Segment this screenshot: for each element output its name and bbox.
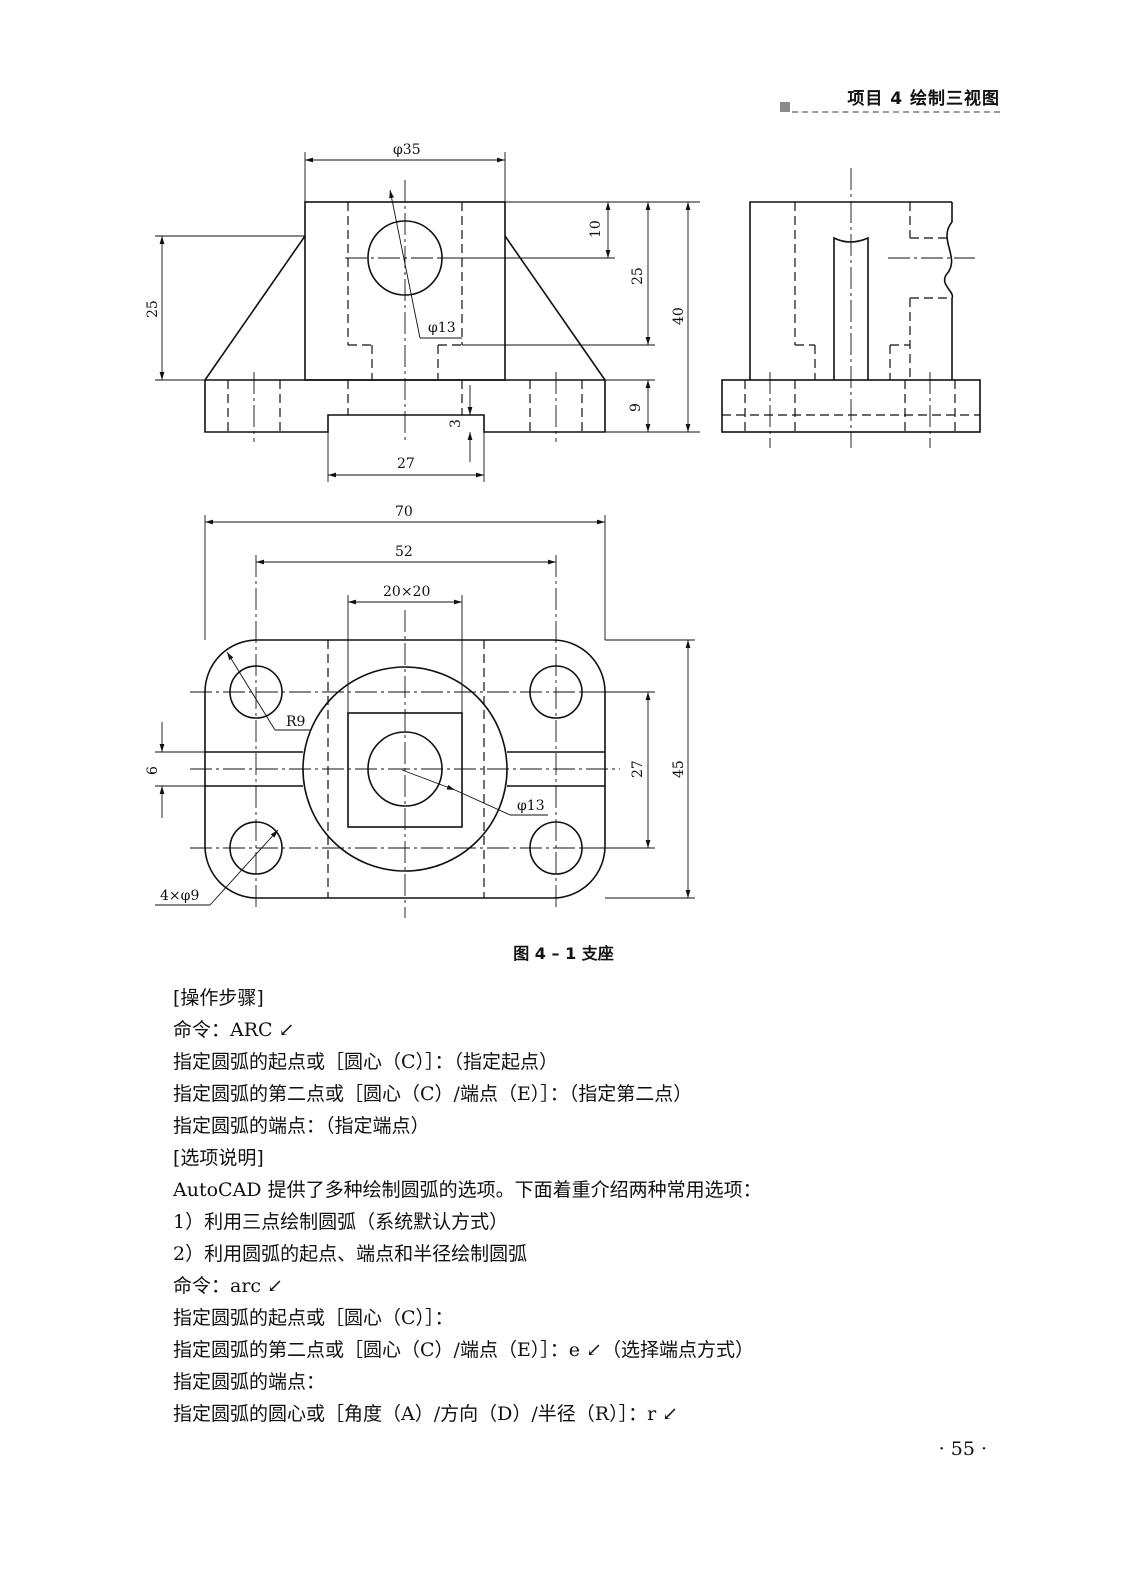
page-number: · 55 ·: [938, 1438, 987, 1460]
dim-10: 10: [588, 220, 604, 238]
dim-25-front: 25: [630, 267, 646, 285]
text-line: 指定圆弧的圆心或［角度（A）/方向（D）/半径（R）］：r ↙: [173, 1403, 679, 1425]
dim-70: 70: [395, 504, 413, 520]
dim-6: 6: [145, 766, 161, 775]
side-view: [721, 168, 981, 448]
front-view: [204, 180, 606, 442]
body-text: [操作步骤] 命令：ARC ↙ 指定圆弧的起点或［圆心（C）］：（指定起点） 指…: [173, 982, 1023, 1430]
top-view-dimensions: [155, 515, 695, 906]
dim-40: 40: [671, 307, 687, 325]
dim-r9: R9: [286, 714, 305, 730]
section-heading-steps: [操作步骤]: [173, 987, 264, 1009]
section-heading-options: [选项说明]: [173, 1147, 264, 1169]
dim-phi35: φ35: [393, 142, 421, 158]
dim-27-front: 27: [397, 456, 415, 472]
dim-20x20: 20×20: [383, 584, 430, 600]
text-line: 指定圆弧的起点或［圆心（C）］：: [173, 1307, 454, 1329]
header-square-mark: [780, 102, 790, 112]
figure-caption: 图 4 – 1 支座: [513, 944, 614, 963]
top-view: [190, 555, 620, 918]
text-line: AutoCAD 提供了多种绘制圆弧的选项。下面着重介绍两种常用选项：: [173, 1179, 762, 1201]
text-line: 指定圆弧的端点：: [173, 1371, 326, 1393]
header-title: 项目 4 绘制三视图: [847, 89, 1000, 109]
dim-4xphi9: 4×φ9: [160, 888, 199, 904]
front-view-dimensions: [155, 152, 700, 482]
text-line: 指定圆弧的端点：（指定端点）: [173, 1115, 430, 1137]
text-line: 命令：ARC ↙: [173, 1019, 295, 1041]
text-line: 1）利用三点绘制圆弧（系统默认方式）: [173, 1211, 509, 1233]
running-header: 项目 4 绘制三视图: [780, 84, 1000, 116]
dim-phi13-top: φ13: [517, 798, 545, 814]
dim-25-left: 25: [145, 300, 161, 318]
text-line: 指定圆弧的第二点或［圆心（C）/端点（E）］：（指定第二点）: [173, 1083, 693, 1105]
text-line: 指定圆弧的第二点或［圆心（C）/端点（E）］：e ↙（选择端点方式）: [173, 1339, 755, 1361]
text-line: 2）利用圆弧的起点、端点和半径绘制圆弧: [173, 1243, 528, 1265]
dim-phi13-front: φ13: [428, 320, 456, 336]
text-line: 指定圆弧的起点或［圆心（C）］：（指定起点）: [173, 1051, 559, 1073]
dim-3: 3: [448, 419, 464, 428]
support-three-view-drawing: φ35 φ13 10 25 40 25 9 3 27: [145, 142, 981, 918]
dim-52: 52: [395, 544, 413, 560]
text-line: 命令：arc ↙: [173, 1275, 284, 1297]
dim-45: 45: [671, 760, 687, 778]
dim-27-top: 27: [630, 760, 646, 778]
dim-9: 9: [628, 403, 644, 412]
header-dashed-rule: [792, 111, 1000, 113]
